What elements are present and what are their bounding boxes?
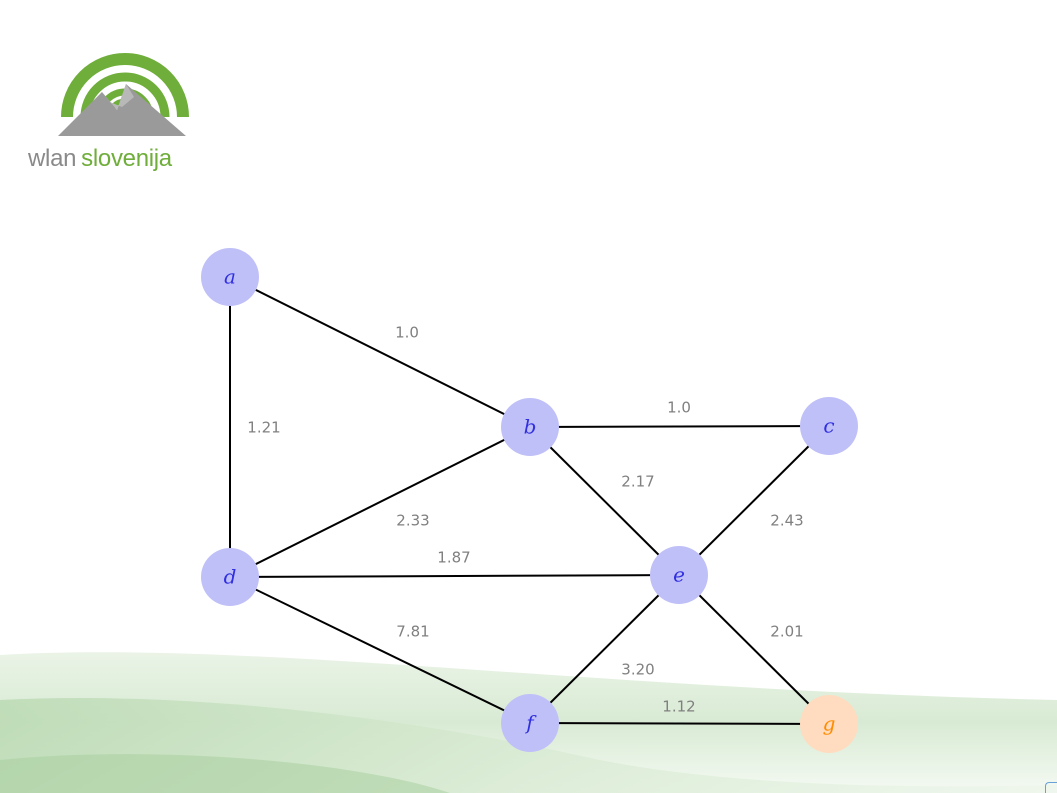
edge-weight-e-g: 2.01 [770, 623, 803, 641]
node-f: f [501, 694, 559, 752]
node-a: a [201, 248, 259, 306]
edge-weight-b-e: 2.17 [621, 473, 654, 491]
node-circle-b [501, 398, 559, 456]
node-b: b [501, 398, 559, 456]
node-label-c: c [823, 414, 834, 438]
edge-weight-d-e: 1.87 [437, 549, 470, 567]
node-circle-g [800, 695, 858, 753]
node-label-e: e [673, 563, 685, 587]
node-e: e [650, 546, 708, 604]
node-circle-f [501, 694, 559, 752]
logo-word-slovenija: slovenija [81, 145, 172, 172]
node-circle-d [201, 548, 259, 606]
edge-b-d [229, 426, 531, 578]
edge-b-e [529, 426, 680, 576]
edge-d-f [229, 576, 531, 724]
node-circle-a [201, 248, 259, 306]
edge-e-g [678, 574, 830, 725]
node-c: c [800, 397, 858, 455]
edge-e-f [529, 574, 680, 724]
edge-weight-b-c: 1.0 [667, 399, 691, 417]
node-g: g [800, 695, 858, 753]
edge-weight-a-d: 1.21 [247, 419, 280, 437]
edge-f-g [529, 722, 830, 725]
wlan-slovenija-logo [58, 53, 189, 136]
edge-weight-e-f: 3.20 [621, 661, 654, 679]
edge-weight-c-e: 2.43 [770, 512, 803, 530]
node-circle-e [650, 546, 708, 604]
edge-c-e [678, 425, 830, 576]
edge-weight-a-b: 1.0 [395, 324, 419, 342]
node-label-b: b [524, 415, 537, 439]
node-d: d [201, 548, 259, 606]
corner-icon [1045, 782, 1057, 793]
edge-b-c [529, 425, 830, 428]
node-label-d: d [224, 565, 237, 589]
edge-a-b [229, 276, 531, 428]
node-label-a: a [224, 265, 236, 289]
edge-weight-f-g: 1.12 [662, 698, 695, 716]
logo-word-wlan: wlan [28, 145, 77, 172]
node-label-g: g [823, 712, 836, 736]
edge-d-e [229, 574, 680, 578]
node-circle-c [800, 397, 858, 455]
edge-weight-b-d: 2.33 [396, 512, 429, 530]
edge-weight-d-f: 7.81 [396, 623, 429, 641]
